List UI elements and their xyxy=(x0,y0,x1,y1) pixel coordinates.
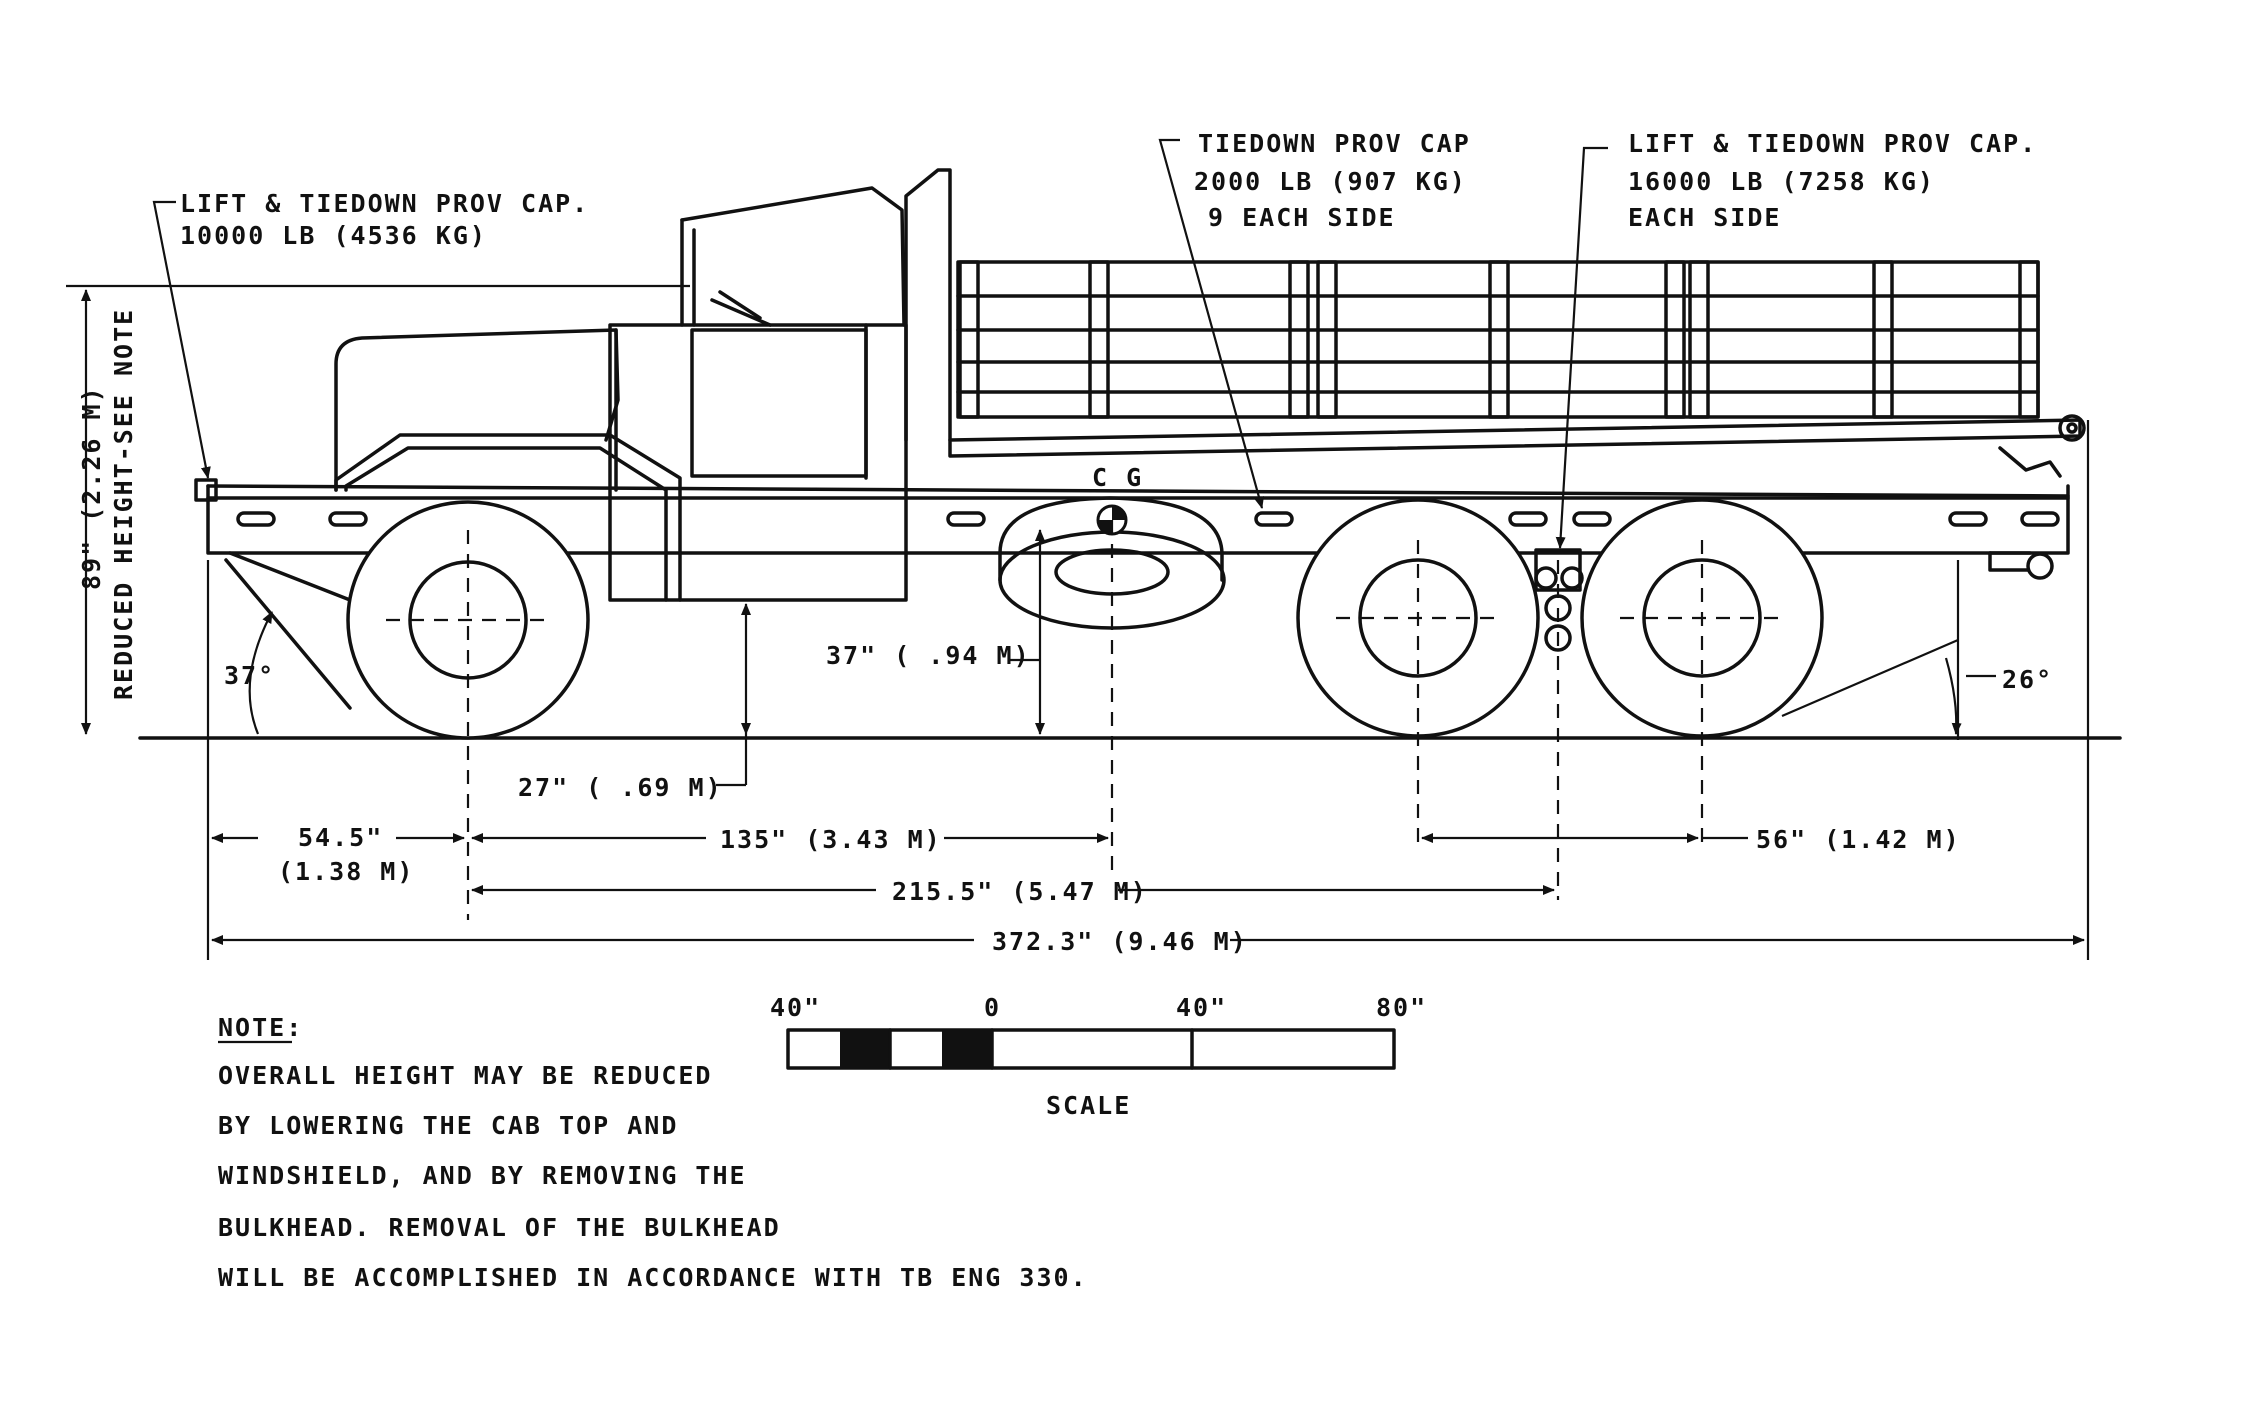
svg-text:(1.38 M): (1.38 M) xyxy=(278,857,414,886)
scale-tick-1: 40" xyxy=(770,993,821,1022)
svg-text:REDUCED HEIGHT-SEE NOTE: REDUCED HEIGHT-SEE NOTE xyxy=(109,308,138,700)
svg-text:10000 LB (4536 KG): 10000 LB (4536 KG) xyxy=(180,221,487,250)
svg-text:WINDSHIELD, AND BY REMOVING TH: WINDSHIELD, AND BY REMOVING THE xyxy=(218,1161,747,1190)
cargo-bed xyxy=(948,260,2086,580)
cg-height-label: 37" ( .94 M) xyxy=(826,641,1031,670)
svg-text:WILL BE ACCOMPLISHED IN ACCORD: WILL BE ACCOMPLISHED IN ACCORDANCE WITH … xyxy=(218,1263,1088,1292)
scale-tick-2: 0 xyxy=(984,993,1001,1022)
scale-tick-4: 80" xyxy=(1376,993,1427,1022)
truck-cab xyxy=(608,186,908,602)
front-wheel xyxy=(346,500,590,740)
ground-clearance-label: 27" ( .69 M) xyxy=(518,773,723,802)
chassis-frame xyxy=(194,478,2070,710)
stake-racks xyxy=(956,260,2040,419)
scale-bar: 40" 0 40" 80" SCALE xyxy=(770,993,1427,1120)
bulkhead xyxy=(904,168,952,442)
truck-drawing xyxy=(138,168,2122,740)
svg-text:BY LOWERING THE CAB TOP AND: BY LOWERING THE CAB TOP AND xyxy=(218,1111,678,1140)
front-overhang-label: 54.5" (1.38 M) xyxy=(278,823,414,886)
svg-text:54.5": 54.5" xyxy=(298,823,383,852)
dimension-lines xyxy=(66,138,2090,960)
svg-text:9 EACH SIDE: 9 EACH SIDE xyxy=(1208,203,1396,232)
note-heading: NOTE: xyxy=(218,1013,303,1042)
svg-text:TIEDOWN PROV CAP: TIEDOWN PROV CAP xyxy=(1198,129,1471,158)
callout-front-lift: LIFT & TIEDOWN PROV CAP. 10000 LB (4536 … xyxy=(180,189,589,250)
wheelbase-label: 215.5" (5.47 M) xyxy=(892,877,1148,906)
callout-rear-lift: LIFT & TIEDOWN PROV CAP. 16000 LB (7258 … xyxy=(1628,129,2037,232)
svg-text:89" (2.26 M): 89" (2.26 M) xyxy=(77,385,106,590)
cg-label: C G xyxy=(1092,463,1143,492)
svg-text:16000 LB (7258 KG): 16000 LB (7258 KG) xyxy=(1628,167,1935,196)
svg-text:LIFT & TIEDOWN PROV CAP.: LIFT & TIEDOWN PROV CAP. xyxy=(1628,129,2037,158)
height-dimension: 89" (2.26 M) REDUCED HEIGHT-SEE NOTE xyxy=(77,308,138,700)
overall-length-label: 372.3" (9.46 M) xyxy=(992,927,1248,956)
svg-text:LIFT & TIEDOWN PROV CAP.: LIFT & TIEDOWN PROV CAP. xyxy=(180,189,589,218)
tandem-spacing-label: 56" (1.42 M) xyxy=(1756,825,1961,854)
note-block: NOTE: OVERALL HEIGHT MAY BE REDUCED BY L… xyxy=(218,1013,1088,1292)
svg-text:2000 LB (907 KG): 2000 LB (907 KG) xyxy=(1194,167,1467,196)
svg-text:EACH SIDE: EACH SIDE xyxy=(1628,203,1781,232)
departure-angle-label: 26° xyxy=(2002,665,2053,694)
svg-text:BULKHEAD. REMOVAL OF THE BULKH: BULKHEAD. REMOVAL OF THE BULKHEAD xyxy=(218,1213,781,1242)
scale-label: SCALE xyxy=(1046,1091,1131,1120)
front-axle-to-cg-label: 135" (3.43 M) xyxy=(720,825,942,854)
callout-mid-tiedown: TIEDOWN PROV CAP 2000 LB (907 KG) 9 EACH… xyxy=(1194,129,1471,232)
svg-text:OVERALL HEIGHT MAY BE REDUCED: OVERALL HEIGHT MAY BE REDUCED xyxy=(218,1061,713,1090)
scale-tick-3: 40" xyxy=(1176,993,1227,1022)
approach-angle-label: 37° xyxy=(224,661,275,690)
